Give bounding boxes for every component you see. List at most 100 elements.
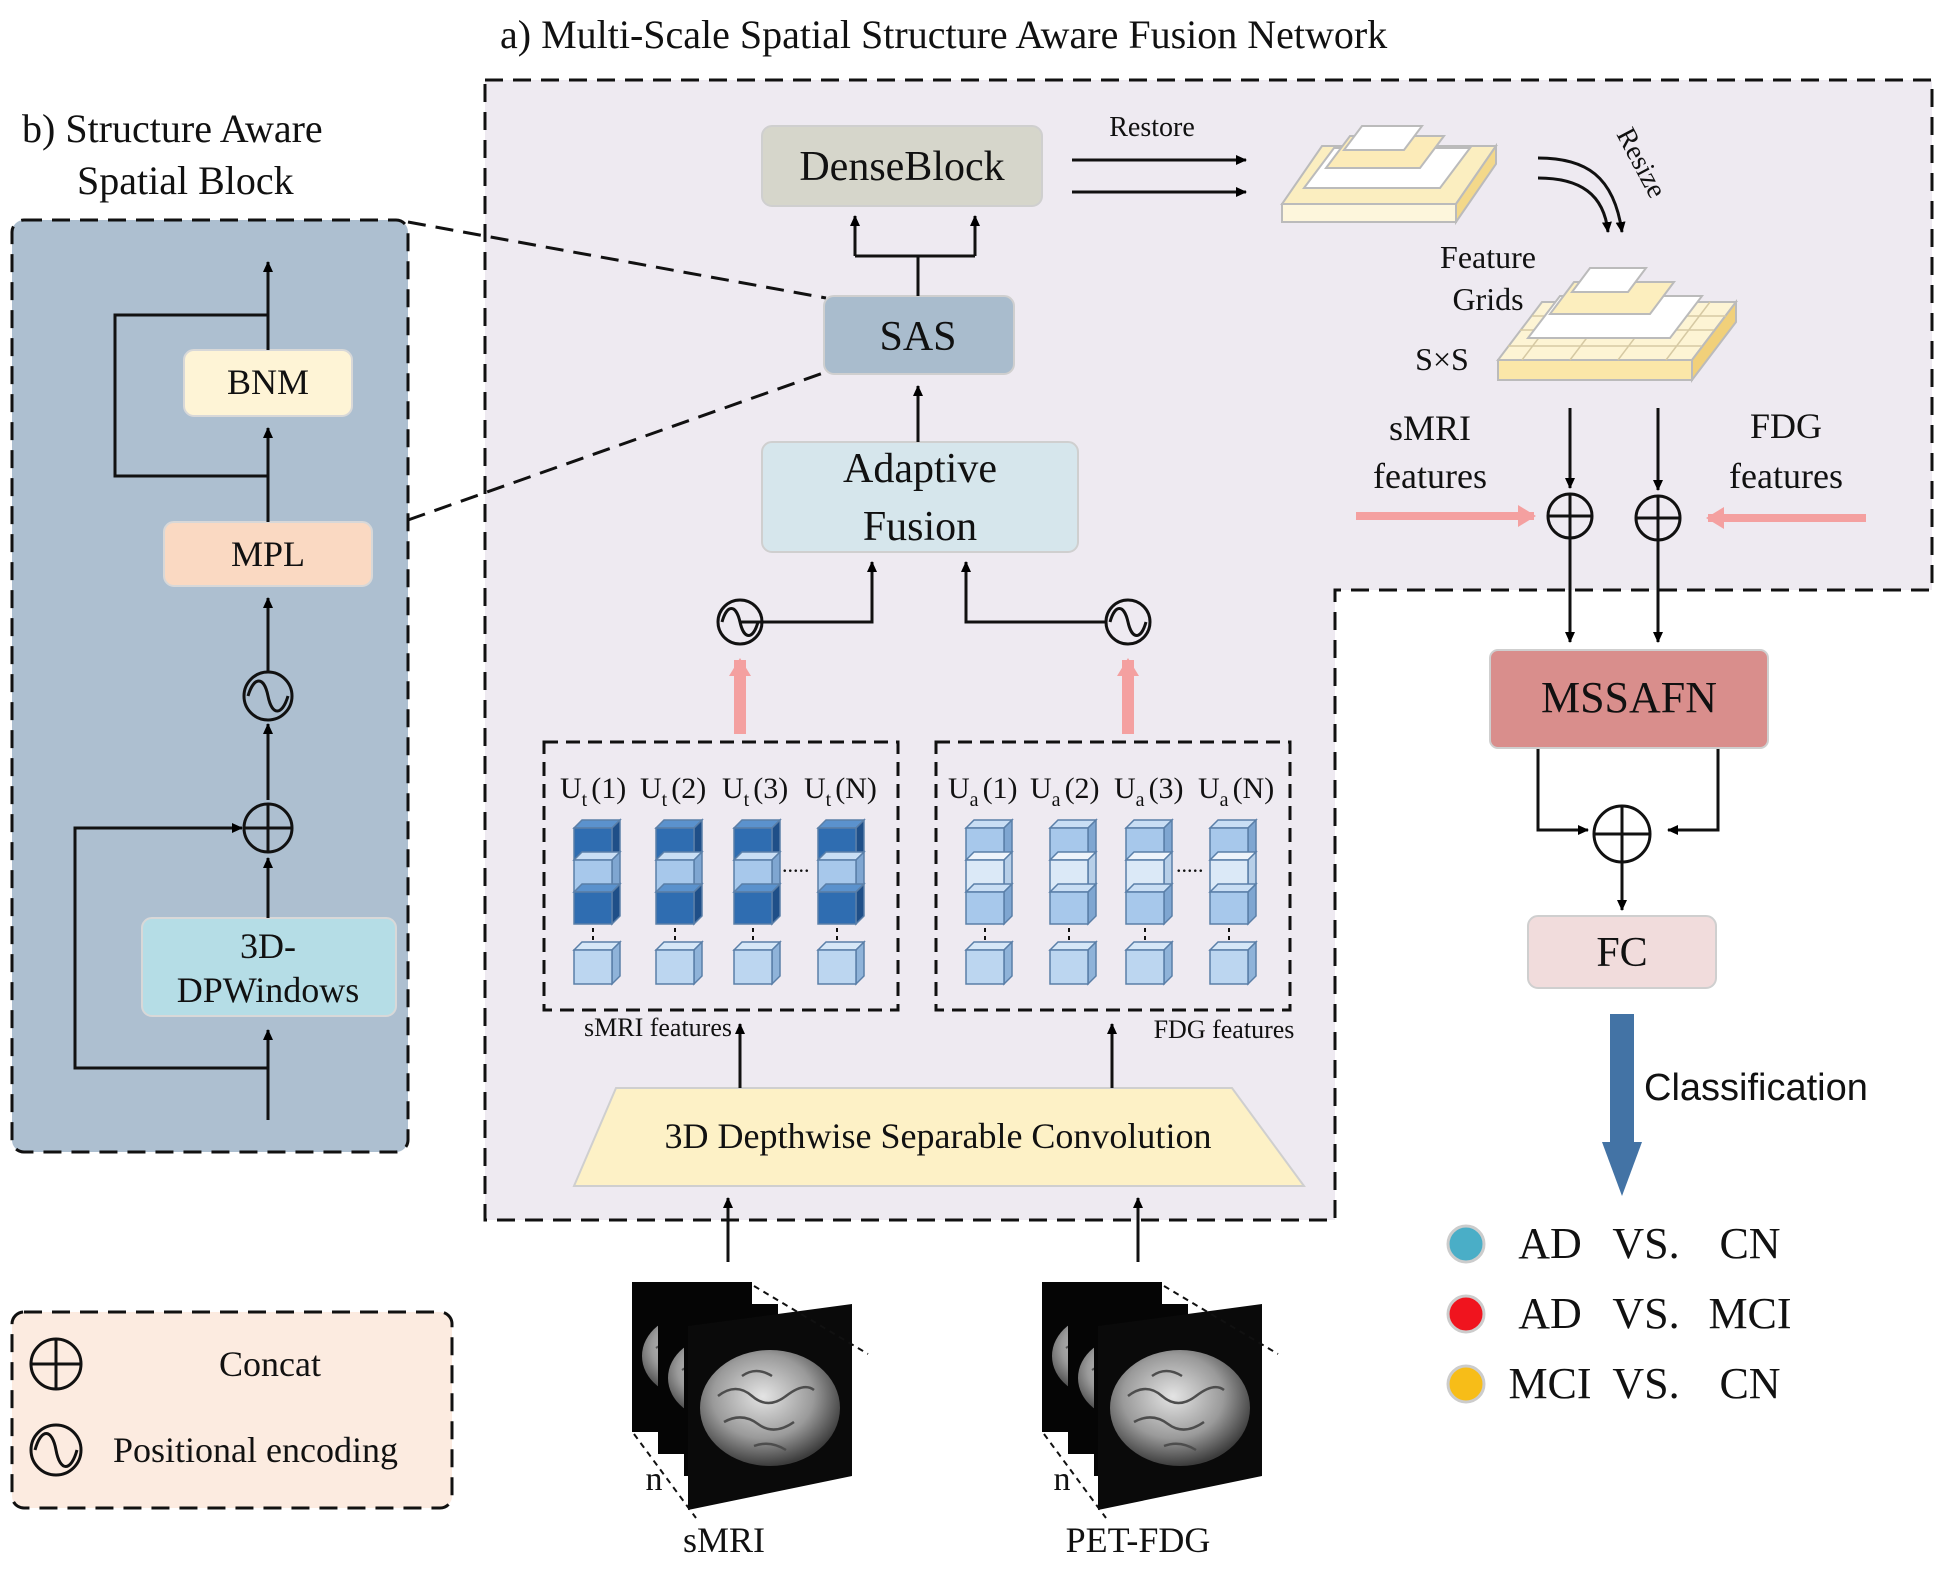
restore-label: Restore	[1109, 112, 1195, 143]
panel-b-title: b) Structure Aware	[22, 106, 323, 151]
token-cube	[732, 850, 782, 894]
smri-features-label-2: features	[1373, 456, 1487, 496]
mpl-label: MPL	[231, 534, 305, 574]
stack-depth-line	[1163, 1285, 1279, 1355]
ua-label: Ua(3)	[1114, 772, 1184, 811]
token-cube	[654, 882, 704, 926]
token-cube	[572, 940, 622, 986]
input-smri-label: sMRI	[683, 1520, 765, 1560]
brain-gyri	[1127, 1369, 1225, 1452]
dsconv-label: 3D Depthwise Separable Convolution	[665, 1116, 1212, 1156]
ut-label: Ut(1)	[560, 772, 626, 811]
positional-encoding-icon	[716, 598, 764, 646]
token-cube	[964, 882, 1014, 926]
brain-render	[700, 1350, 840, 1466]
denseblock-block	[761, 125, 1043, 207]
token-cube	[1048, 882, 1098, 926]
mssafn-block	[1489, 649, 1769, 749]
sas-label: SAS	[879, 314, 956, 360]
token-cube	[964, 940, 1014, 986]
ut-label: Ut(3)	[722, 772, 788, 811]
fdg-ellipsis: .....	[1176, 852, 1204, 877]
smri-feature-box	[542, 740, 900, 1012]
feature-grids-label-2: Grids	[1452, 281, 1523, 317]
fc-label: FC	[1596, 930, 1647, 976]
token-cube	[654, 940, 704, 986]
outcome-item: AD VS. CN	[1446, 1219, 1781, 1268]
pet-n-label: n	[1054, 1461, 1071, 1498]
dpwindows-label-2: DPWindows	[177, 970, 360, 1010]
brain-render	[1110, 1350, 1250, 1466]
ua-label: Ua(2)	[1030, 772, 1100, 811]
outcome-item: MCI VS. CN	[1446, 1359, 1781, 1408]
outcome-right: CN	[1719, 1219, 1780, 1268]
zoom-line-top	[407, 220, 827, 300]
ut-label: Ut(N)	[804, 772, 877, 811]
token-cube	[816, 940, 866, 986]
panel-a-connections	[723, 155, 1626, 1262]
token-cube	[732, 882, 782, 926]
bnm-label: BNM	[227, 362, 309, 402]
outcome-left: AD	[1518, 1289, 1582, 1338]
outcome-right: CN	[1719, 1359, 1780, 1408]
pet-input-stack	[1042, 1282, 1279, 1519]
brain-gyri	[717, 1369, 815, 1452]
outcome-left: AD	[1518, 1219, 1582, 1268]
token-cube	[1208, 818, 1258, 862]
fdg-token-columns	[964, 818, 1258, 986]
classification-arrow	[1602, 1014, 1642, 1196]
smri-n-label: n	[646, 1461, 663, 1498]
outcome-vs: VS.	[1612, 1219, 1679, 1268]
zoom-line-bottom	[407, 370, 827, 522]
fdg-feature-box	[934, 740, 1292, 1012]
positional-encoding-icon	[29, 1423, 83, 1477]
positional-encoding-icon	[1104, 598, 1152, 646]
stack-depth-line	[753, 1285, 869, 1355]
adaptive-fusion-label-1: Adaptive	[843, 446, 997, 492]
smri-token-columns	[572, 818, 866, 986]
token-cube	[816, 882, 866, 926]
smri-features-label-1: sMRI	[1389, 408, 1471, 448]
outcome-vs: VS.	[1612, 1289, 1679, 1338]
positional-encoding-icon	[242, 670, 294, 722]
legend-frame	[10, 1310, 454, 1510]
ut-label-group: Ut(1) Ut(2) Ut(3) Ut(N)	[560, 772, 877, 811]
feature-pyramid-restored	[1280, 125, 1498, 226]
legend-positional-encoding-label: Positional encoding	[113, 1430, 398, 1470]
token-cube	[1124, 882, 1174, 926]
ut-label: Ut(2)	[640, 772, 706, 811]
right-connections	[1536, 408, 1720, 911]
sxs-label: S×S	[1415, 341, 1469, 377]
denseblock-label: DenseBlock	[799, 144, 1004, 190]
concat-icon	[1546, 492, 1594, 540]
dpwindows-label-1: 3D-	[240, 926, 296, 966]
outcome-list: AD VS. CN AD VS. MCI MCI VS. CN	[1446, 1219, 1792, 1408]
concat-icon	[29, 1337, 83, 1391]
smri-ellipsis: .....	[782, 852, 810, 877]
fdg-features-label-1: FDG	[1750, 406, 1822, 446]
outcome-item: AD VS. MCI	[1446, 1289, 1792, 1338]
ua-label: Ua(1)	[948, 772, 1018, 811]
outcome-dot	[1446, 1294, 1486, 1334]
legend-concat-label: Concat	[219, 1344, 321, 1384]
token-cube	[1124, 940, 1174, 986]
fdg-features-label-2: features	[1729, 456, 1843, 496]
adaptive-fusion-label-2: Fusion	[863, 504, 977, 550]
smri-input-stack	[632, 1282, 869, 1519]
token-cube	[1208, 940, 1258, 986]
feature-grids	[1495, 267, 1739, 383]
ua-label-group: Ua(1) Ua(2) Ua(3) Ua(N)	[948, 772, 1274, 811]
token-cube	[1208, 882, 1258, 926]
outcome-dot	[1446, 1364, 1486, 1404]
outcome-left: MCI	[1508, 1359, 1591, 1408]
token-cube	[572, 882, 622, 926]
adaptive-fusion-block	[761, 441, 1079, 553]
mssafn-label: MSSAFN	[1541, 673, 1717, 722]
feature-grids-label-1: Feature	[1440, 239, 1536, 275]
token-cube	[1048, 940, 1098, 986]
concat-icon	[242, 802, 294, 854]
panel-b-subtitle: Spatial Block	[77, 158, 294, 203]
dsconv-block	[572, 1087, 1306, 1187]
fdg-features-small-label: FDG features	[1154, 1015, 1295, 1044]
